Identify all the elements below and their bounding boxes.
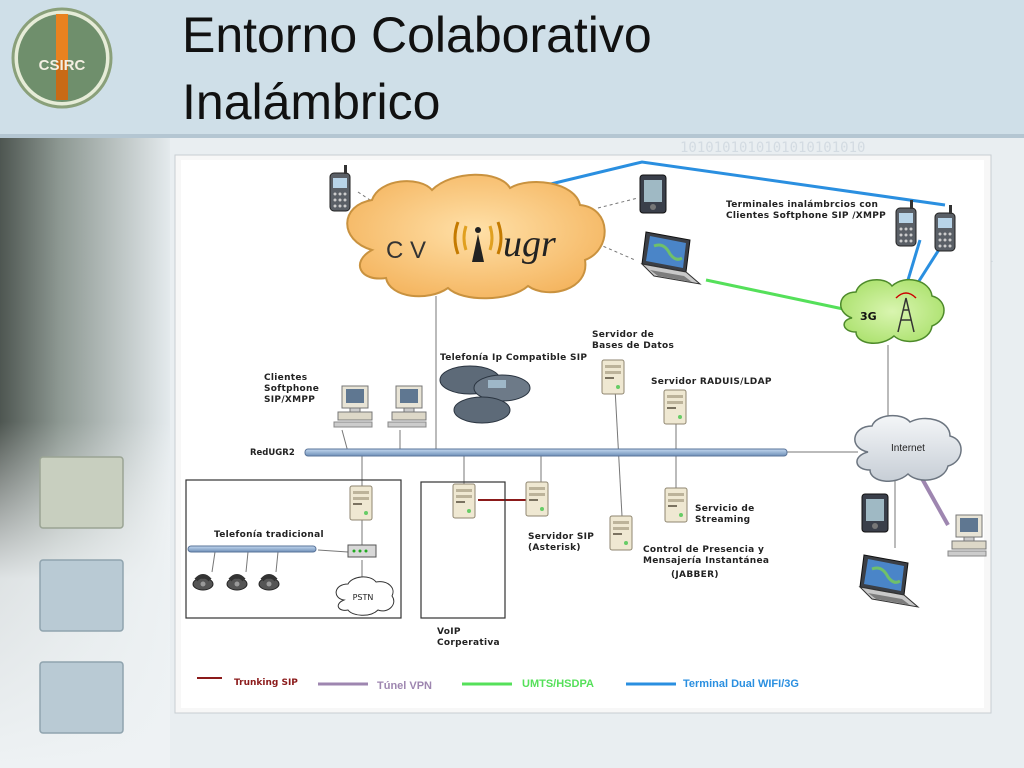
deco-tile-1 [39,456,124,529]
voip-label-line: VoIP [437,627,461,637]
legend-label-umts-hsdpa: UMTS/HSDPA [522,678,594,690]
voip-corporativa-box [420,481,506,619]
pstn-label: PSTN [353,593,374,602]
telefonia-bus [187,545,317,553]
legend-label-tunel-vpn: Túnel VPN [377,680,433,692]
bd-label: Servidor de Bases de Datos [592,330,674,352]
slide-title-line-1: Entorno Colaborativo [182,7,652,63]
clientes-label-line: Softphone [264,384,320,394]
ip-phone-icon [439,365,531,424]
ugr-text: ugr [503,223,556,265]
pstn-cloud: PSTN [335,576,395,616]
connection-lines [211,160,950,584]
telefonia-tradicional-box [185,479,402,619]
internet-cloud: Internet [854,414,962,482]
presencia-label-line: (JABBER) [671,570,719,580]
csirc-logo-icon: CSIRC [11,7,113,109]
server-icon [452,483,476,519]
cell-tower-icon [895,292,917,333]
telefonia-tradicional-label: Telefonía tradicional [214,530,324,540]
cv-text: C V [386,237,426,264]
legend-label-trunking-sip: Trunking SIP [234,678,298,688]
deco-tile-3 [39,661,124,734]
svg-text:1010101010101010101010: 1010101010101010101010 [680,140,865,156]
clientes-label-line: SIP/XMPP [264,395,316,405]
internet-label: Internet [891,443,925,454]
servidor-sip-label-line: Servidor SIP [528,532,595,542]
switch-icon [347,544,377,558]
logo-text: CSIRC [39,57,86,74]
network-bus [304,448,788,457]
voip-corporativa-label: VoIP Corperativa [437,627,500,649]
legend-label-terminal-dual: Terminal Dual WIFI/3G [683,678,799,690]
3g-cloud: 3G [840,278,945,344]
radius-label: Servidor RADUIS/LDAP [651,377,772,387]
terminales-label-line: Clientes Softphone SIP /XMPP [726,211,887,221]
streaming-label: Servicio de Streaming [695,504,755,526]
cv-ugr-cloud: C V ugr [346,173,606,300]
server-icon [601,359,625,395]
terminales-label-line: Terminales inalámbrcios con [726,200,879,210]
bd-label-line: Servidor de [592,330,655,340]
header-band [0,0,1024,138]
legend [197,677,676,686]
bd-label-line: Bases de Datos [592,341,675,351]
telephone-icon [191,574,215,592]
3g-label: 3G [860,310,877,323]
redugr-label: RedUGR2 [250,448,295,458]
presencia-label: Control de Presencia y Mensajería Instan… [643,545,769,581]
servidor-sip-label-line: (Asterisk) [528,543,581,553]
streaming-label-line: Streaming [695,515,751,525]
telephone-icon [257,574,281,592]
server-icon [664,487,688,523]
streaming-label-line: Servicio de [695,504,755,514]
telephone-icon [225,574,249,592]
clientes-label: Clientes Softphone SIP/XMPP [264,373,319,406]
terminales-label: Terminales inalámbrcios con Clientes Sof… [726,200,886,222]
telefonia-ip-label: Telefonía Ip Compatible SIP [440,353,588,363]
presencia-label-line: Control de Presencia y [643,545,765,555]
server-icon [349,485,373,521]
slide-title-line-2: Inalámbrico [182,74,441,130]
pda-icon [861,493,889,533]
antenna-icon [453,221,503,262]
presencia-label-line: Mensajería Instantánea [643,556,770,566]
servidor-sip-label: Servidor SIP (Asterisk) [528,532,594,554]
server-icon [663,389,687,425]
clientes-label-line: Clientes [264,373,308,383]
pda-icon [639,174,667,214]
server-icon [609,515,633,551]
deco-tile-2 [39,559,124,632]
voip-label-line: Corperativa [437,638,500,648]
server-icon [525,481,549,517]
